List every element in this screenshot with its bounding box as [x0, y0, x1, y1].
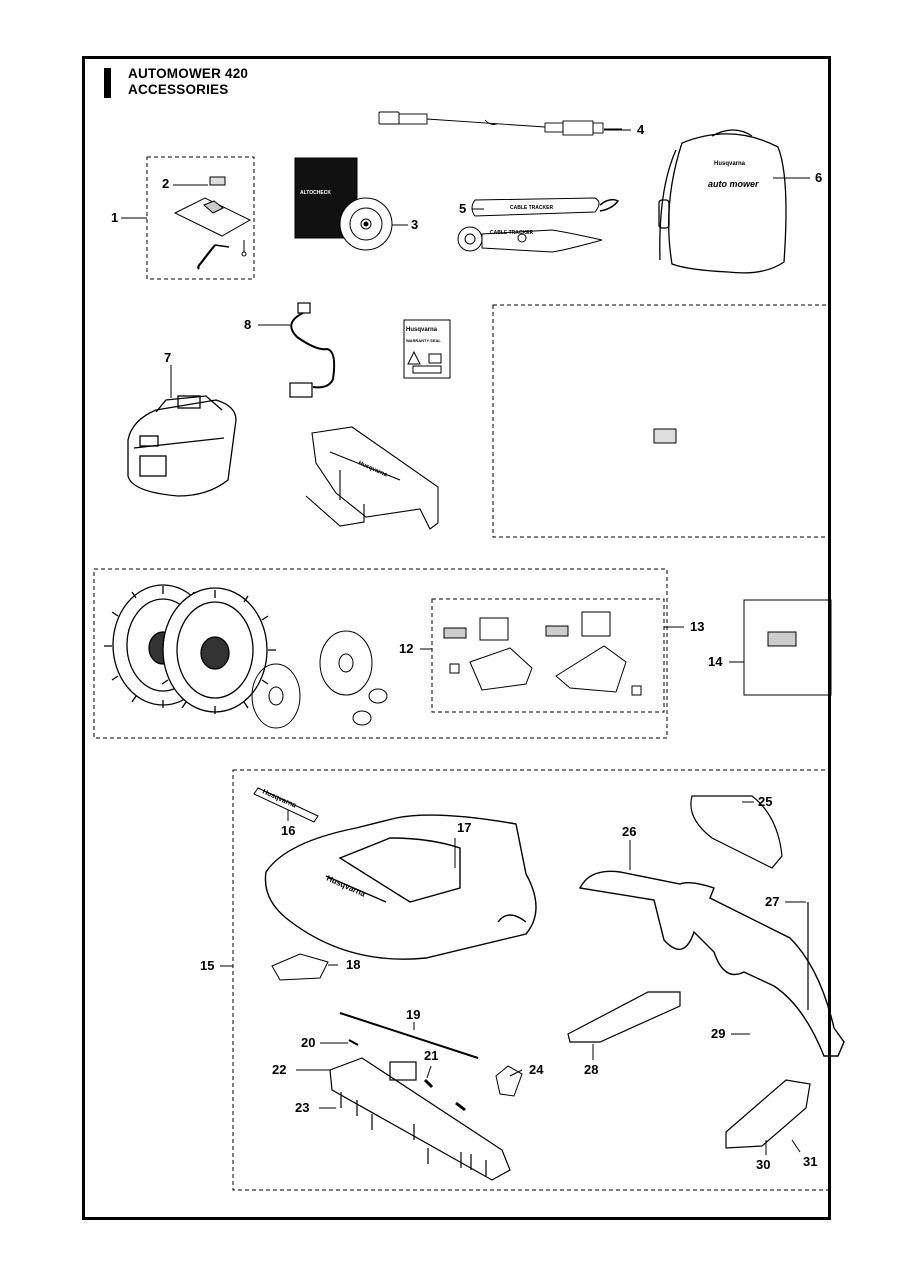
part-number-14: 14	[708, 654, 723, 669]
part-number-26: 26	[622, 824, 637, 839]
pin-21	[423, 1078, 466, 1112]
part-number-28: 28	[584, 1062, 599, 1077]
book-text: ALTOCHECK	[300, 190, 331, 196]
battery-charger	[127, 395, 237, 497]
part-number-3: 3	[411, 217, 419, 232]
group-box-1	[146, 156, 255, 280]
part-number-2: 2	[162, 176, 170, 191]
part-number-12: 12	[399, 641, 414, 656]
part-number-27: 27	[765, 894, 780, 909]
tracker-text-b: CABLE TRACKER	[490, 230, 533, 236]
warranty-seal	[403, 319, 451, 379]
group-box-13	[431, 598, 665, 713]
leader-lines	[121, 129, 810, 1155]
side-piece-30	[725, 1079, 811, 1149]
brush-item	[767, 631, 797, 647]
hub-cap-a	[251, 663, 301, 729]
cable-tracker-tools	[457, 197, 620, 253]
group-box-15	[232, 769, 830, 1191]
part-number-19: 19	[406, 1007, 421, 1022]
side-piece-28	[567, 991, 681, 1043]
part-number-23: 23	[295, 1100, 310, 1115]
page-title: AUTOMOWER 420 ACCESSORIES	[128, 66, 248, 98]
clip-24	[495, 1065, 523, 1097]
part-number-1: 1	[111, 210, 119, 225]
spike-wheel-right	[161, 587, 276, 714]
part-number-15: 15	[200, 958, 215, 973]
part-number-5: 5	[459, 201, 467, 216]
part-number-20: 20	[301, 1035, 316, 1050]
seal-brand: Husqvarna	[406, 327, 438, 333]
bag-brand: Husqvarna	[714, 161, 746, 167]
cover-logo: Husqvarna	[325, 874, 367, 899]
part-number-17: 17	[457, 820, 472, 835]
carry-bag	[658, 129, 787, 274]
part-number-22: 22	[272, 1062, 287, 1077]
part-number-13: 13	[690, 619, 705, 634]
part-number-8: 8	[244, 317, 252, 332]
part-number-25: 25	[758, 794, 773, 809]
bracket-brand: Husqvarna	[357, 460, 388, 478]
decal-brand: Husqvarna	[261, 788, 297, 809]
part-number-6: 6	[815, 170, 823, 185]
page-frame	[82, 56, 831, 1220]
usb-cable	[378, 111, 622, 136]
top-cover	[264, 814, 537, 960]
decal-strip	[253, 787, 319, 823]
part-number-30: 30	[756, 1157, 771, 1172]
hinge-cover-25	[690, 795, 783, 869]
circuit-board	[173, 176, 252, 270]
group-box-robot-tag	[492, 304, 831, 538]
chassis-bar-22	[329, 1057, 511, 1181]
part-number-7: 7	[164, 350, 172, 365]
section-marker	[104, 68, 111, 98]
screws-23	[340, 1092, 487, 1176]
title-line-1: AUTOMOWER 420	[128, 66, 249, 81]
part-number-24: 24	[529, 1062, 544, 1077]
wall-bracket	[305, 426, 439, 530]
front-frame-26	[578, 870, 845, 1057]
power-cable	[289, 302, 336, 398]
part-number-18: 18	[346, 957, 361, 972]
bag-logo: auto mower	[708, 179, 759, 189]
part-number-16: 16	[281, 823, 296, 838]
seal-subtext: WARRANTY SEAL	[406, 338, 441, 343]
part-number-4: 4	[637, 122, 645, 137]
group-box-14	[743, 599, 832, 696]
part-number-21: 21	[424, 1048, 439, 1063]
wheel-brush-kit	[443, 611, 642, 696]
wheel-brush-a	[368, 688, 388, 704]
manual-and-cd	[294, 157, 393, 251]
part-number-29: 29	[711, 1026, 726, 1041]
part-number-31: 31	[803, 1154, 818, 1169]
hinge-18	[271, 953, 329, 981]
tracker-text-a: CABLE TRACKER	[510, 205, 553, 211]
rod-19	[339, 1012, 479, 1059]
title-line-2: ACCESSORIES	[128, 82, 229, 97]
wheel-brush-b	[352, 710, 372, 726]
hub-cap-b	[319, 630, 373, 696]
robot-tag	[653, 428, 677, 444]
spring-20	[348, 1039, 359, 1046]
